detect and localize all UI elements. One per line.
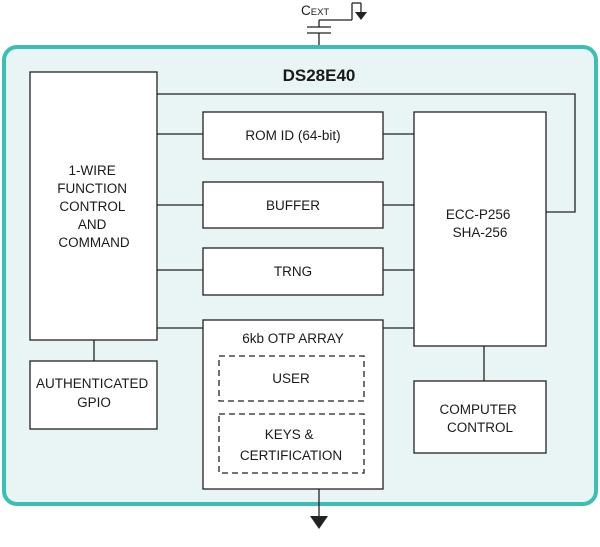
svg-text:COMPUTER CONTROL: COMPUTER CONTROL <box>439 402 520 435</box>
buffer-block: BUFFER <box>202 181 384 229</box>
svg-text:TRNG: TRNG <box>274 264 312 279</box>
svg-text:1-WIRE FUNCTION CO: 1-WIRE FUNCTION CONTROL AND COMMAND <box>57 163 131 250</box>
cext-label: CEXT <box>301 3 329 18</box>
svg-text:AUTHENTICATED GPIO: AUTHENTICATED GPIO <box>36 376 152 410</box>
otp-array-block: 6kb OTP ARRAY USER KEYS & CERTIFICATION <box>202 319 384 490</box>
svg-text:6kb OTP ARRAY: 6kb OTP ARRAY <box>242 331 344 346</box>
chip-title: DS28E40 <box>283 66 356 85</box>
svg-text:ROM ID (64-bit): ROM ID (64-bit) <box>245 128 340 143</box>
cext-capacitor: CEXT <box>301 2 367 47</box>
gpio-block: AUTHENTICATED GPIO <box>29 360 158 430</box>
otp-keys-region: KEYS & CERTIFICATION <box>218 413 365 474</box>
svg-text:USER: USER <box>272 371 310 386</box>
onewire-control-block: 1-WIRE FUNCTION CONTROL AND COMMAND <box>29 71 158 341</box>
computer-control-block: COMPUTER CONTROL <box>413 380 547 454</box>
svg-text:ECC-P256 SHA-256: ECC-P256 SHA-256 <box>446 207 514 240</box>
svg-text:KEYS & CERTIFICATION: KEYS & CERTIFICATION <box>240 427 342 463</box>
trng-block: TRNG <box>202 247 384 296</box>
svg-text:BUFFER: BUFFER <box>266 198 320 213</box>
connection-lines <box>93 93 576 529</box>
ground-arrow-icon <box>355 12 367 20</box>
rom-id-block: ROM ID (64-bit) <box>202 111 384 160</box>
ecc-sha-block: ECC-P256 SHA-256 <box>413 111 547 347</box>
output-arrow-icon <box>310 516 328 529</box>
otp-user-region: USER <box>218 355 365 402</box>
